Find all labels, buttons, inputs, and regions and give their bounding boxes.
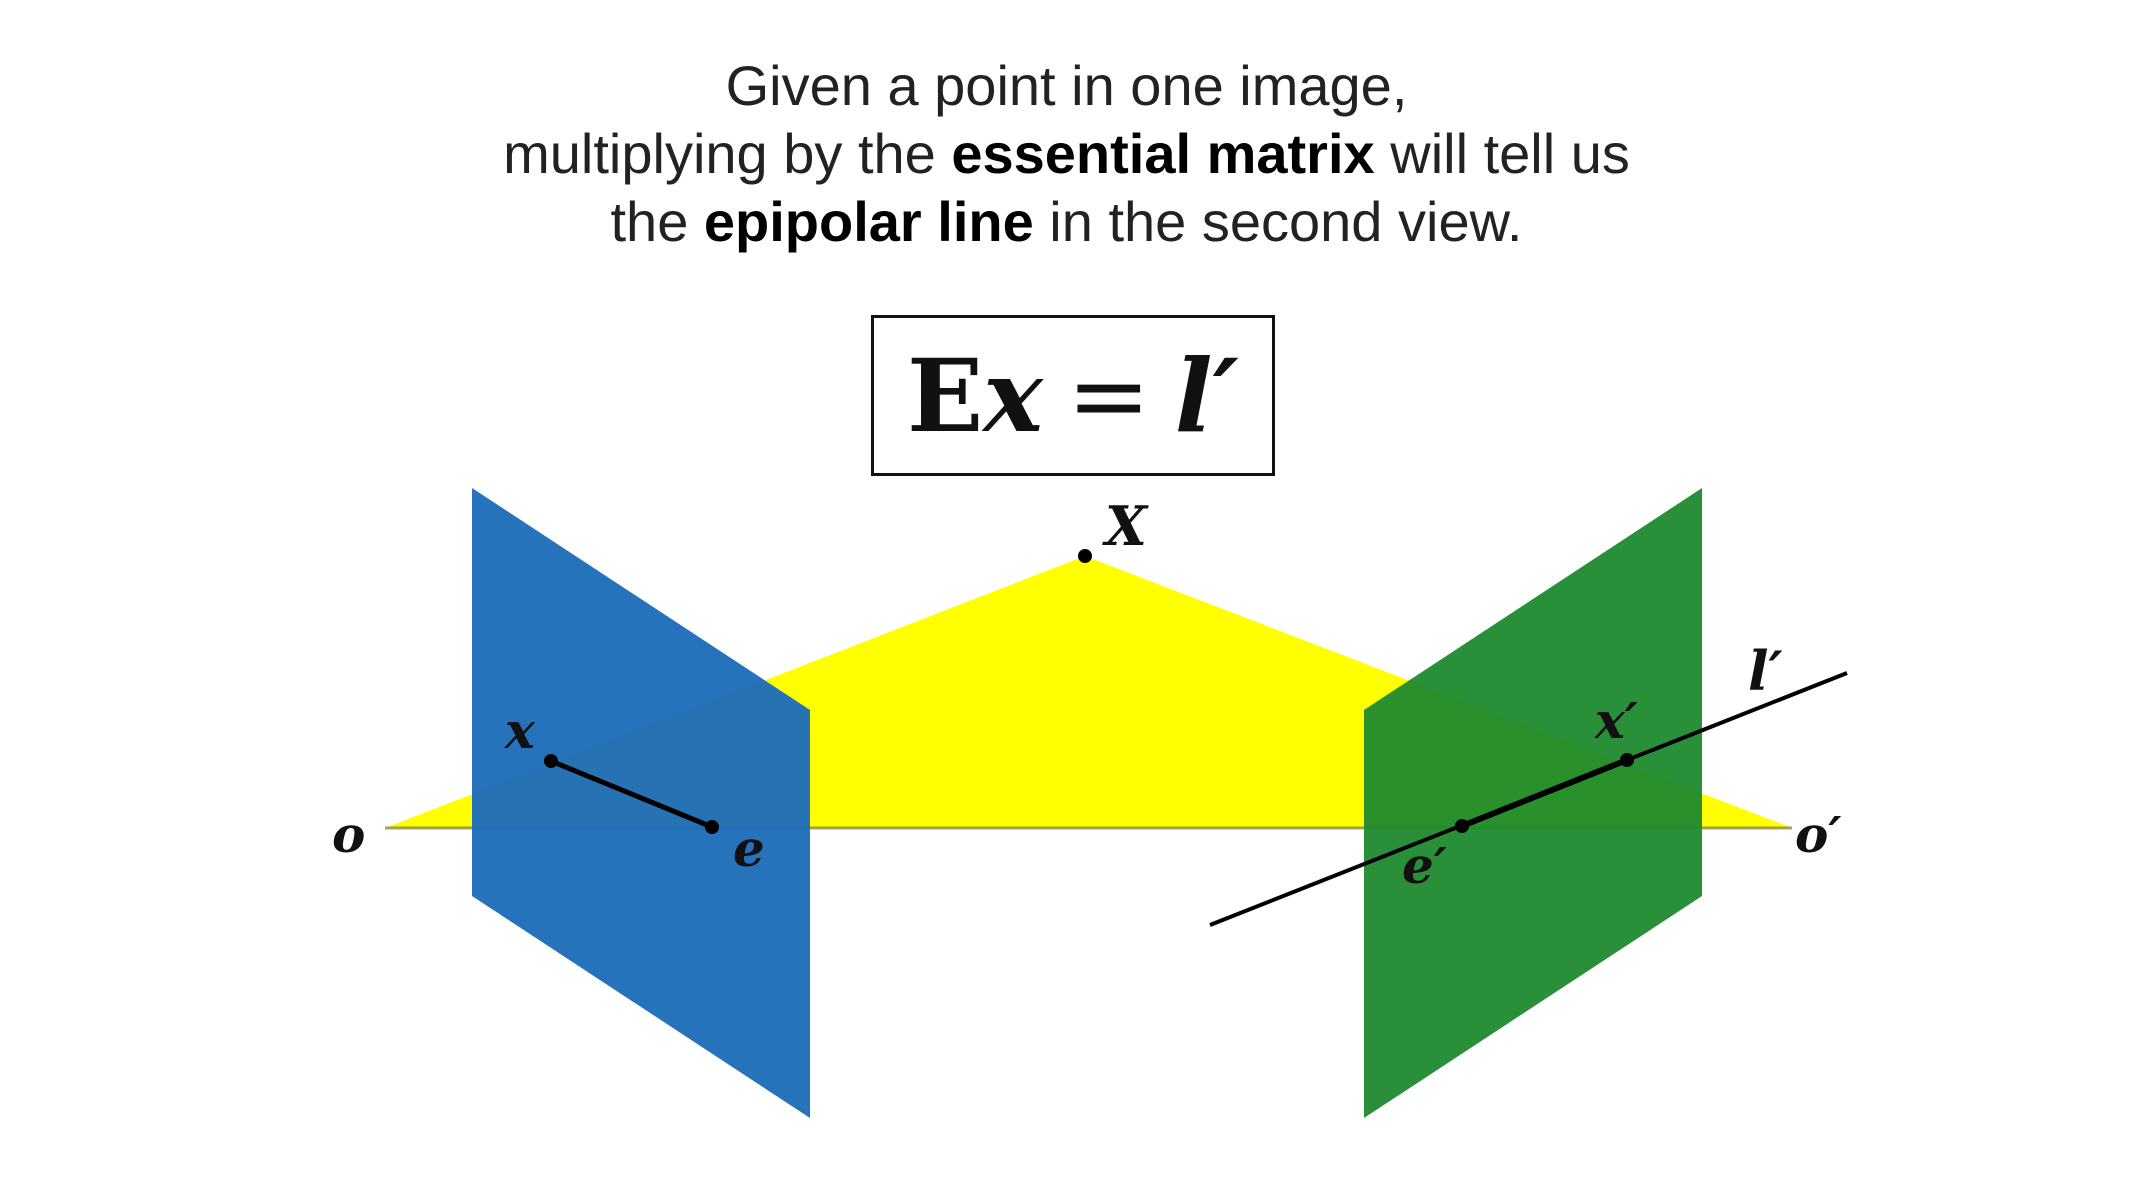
- point-X: [1078, 549, 1092, 563]
- caption-line-3: the epipolar line in the second view.: [0, 188, 2133, 256]
- label-X: X: [1102, 494, 1149, 558]
- label-e: e: [733, 819, 765, 878]
- point-e-prime: [1455, 819, 1469, 833]
- label-o-prime: o′: [1795, 805, 1842, 864]
- label-x-prime: x′: [1594, 691, 1638, 750]
- caption-line-3-pre: the: [610, 190, 704, 253]
- label-l-prime: l′: [1748, 639, 1783, 703]
- equation-matrix-E: E: [906, 336, 984, 455]
- equation-equals: =: [1066, 337, 1151, 454]
- label-o: o: [332, 805, 365, 864]
- label-x: x: [504, 701, 536, 760]
- caption-line-2-pre: multiplying by the: [503, 122, 952, 185]
- point-e: [705, 820, 719, 834]
- right-image-plane: [1364, 488, 1702, 1118]
- caption-line-2-post: will tell us: [1374, 122, 1630, 185]
- right-epipolar-segment: [1460, 757, 1629, 829]
- caption: Given a point in one image, multiplying …: [0, 52, 2133, 256]
- equation-vector-x: x: [983, 336, 1043, 455]
- caption-essential-matrix: essential matrix: [951, 122, 1375, 185]
- equation-line-l: l′: [1174, 336, 1239, 455]
- point-x-prime: [1620, 753, 1634, 767]
- caption-line-1-text: Given a point in one image,: [725, 54, 1408, 117]
- label-e-prime: e′: [1402, 836, 1447, 895]
- left-image-plane: [472, 488, 810, 1118]
- point-x: [544, 754, 558, 768]
- left-epipolar-segment: [550, 758, 713, 830]
- caption-line-2: multiplying by the essential matrix will…: [0, 120, 2133, 188]
- caption-epipolar-line: epipolar line: [703, 190, 1034, 253]
- caption-line-3-post: in the second view.: [1033, 190, 1523, 253]
- caption-line-1: Given a point in one image,: [0, 52, 2133, 120]
